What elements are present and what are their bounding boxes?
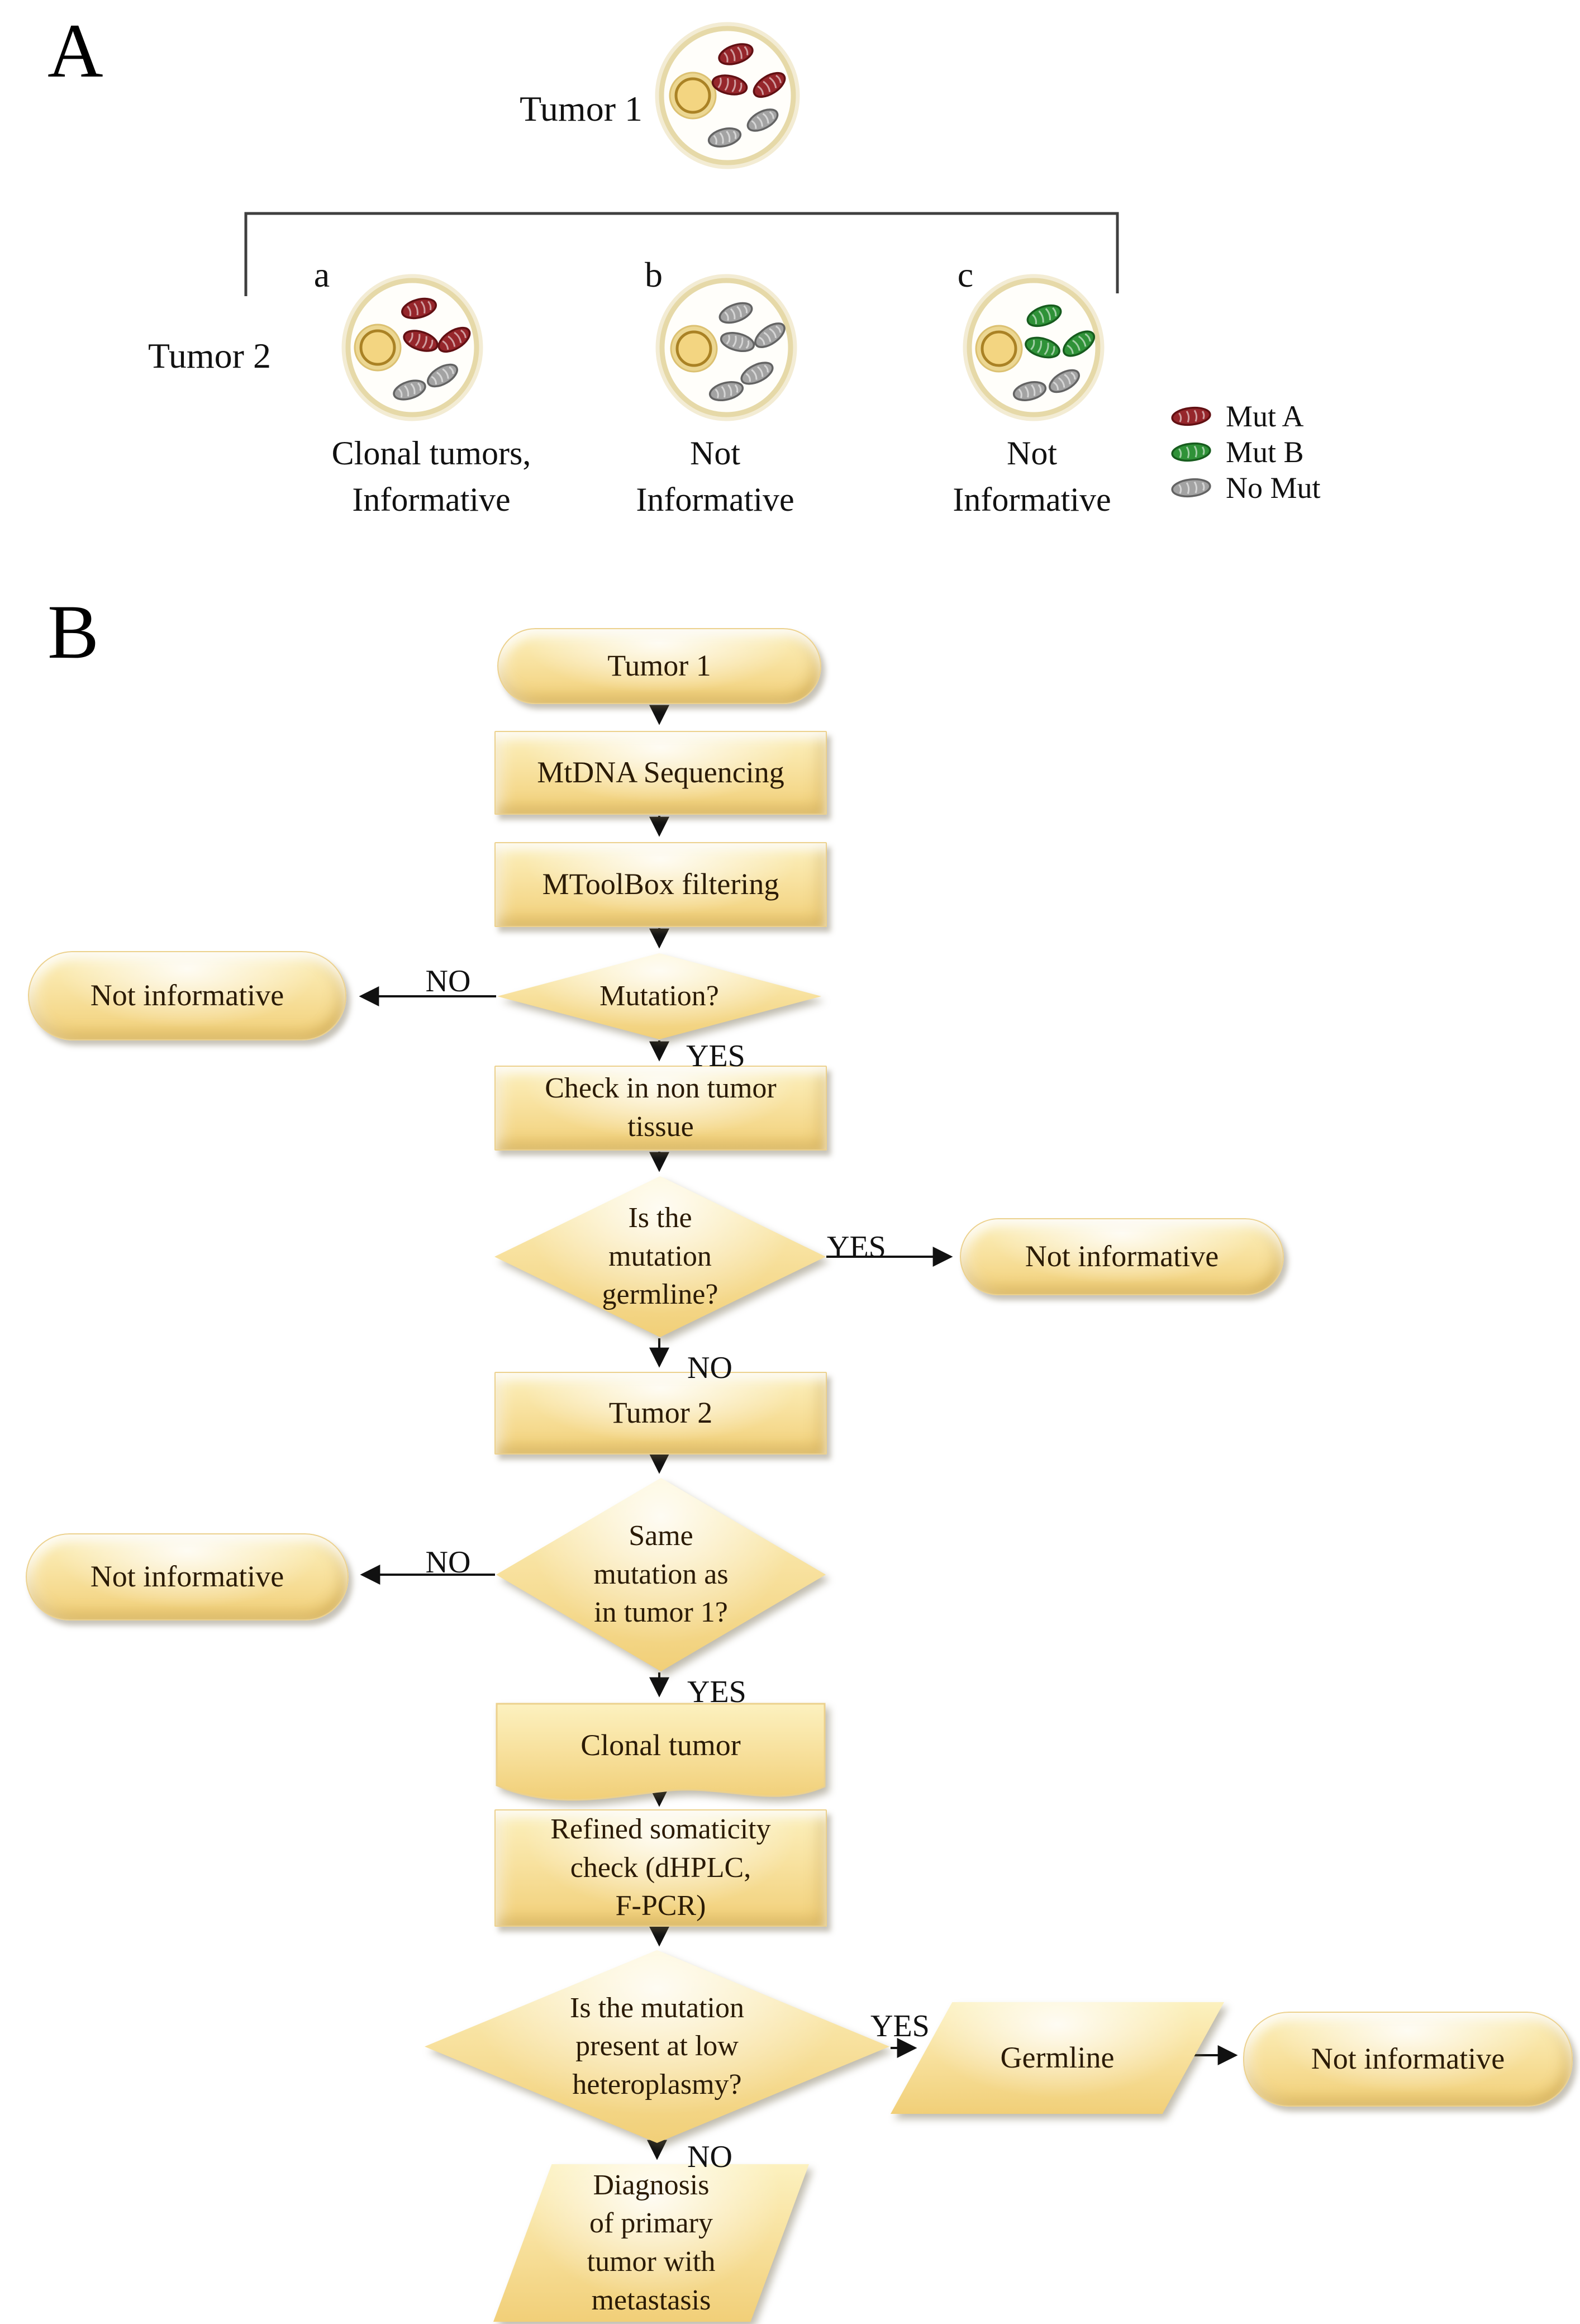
flow-parallelogram-germline-label: Germline	[1000, 2041, 1115, 2075]
mitochondrion-mut-a-icon	[401, 297, 437, 320]
mut-b-icon	[1171, 442, 1211, 462]
tumor2-cell-a-illustration	[341, 274, 483, 421]
scenario-c-caption: Not Informative	[953, 435, 1111, 518]
scenario-a-caption: Clonal tumors, Informative	[331, 435, 531, 518]
panel-a-label: A	[47, 8, 103, 93]
mitochondrion-no-mut-icon	[754, 322, 786, 348]
edge-label-no-2: NO	[687, 1351, 732, 1385]
flow-terminal-not-informative-1-label: Not informative	[90, 978, 284, 1013]
flow-step-mtoolbox-filtering-label: MToolBox filtering	[542, 867, 779, 901]
panel-b-label: B	[47, 589, 99, 674]
flow-terminal-not-informative-4-label: Not informative	[1311, 2042, 1505, 2076]
flow-terminal-not-informative-1: Not informative	[28, 951, 346, 1040]
flow-decision-same-mutation-label: Same mutation as in tumor 1?	[593, 1520, 729, 1629]
tumor2-cell-b-illustration	[655, 274, 797, 421]
mitochondrion-no-mut-icon	[1012, 381, 1047, 401]
edge-label-yes-3: YES	[687, 1675, 746, 1709]
flow-start-tumor1: Tumor 1	[497, 628, 821, 704]
flow-step-check-non-tumor-tissue-label: Check in non tumor tissue	[545, 1072, 777, 1143]
mitochondrion-mut-a-icon	[718, 43, 754, 65]
flow-decision-mutation-label: Mutation?	[599, 980, 719, 1012]
tumor2-label: Tumor 2	[148, 336, 271, 376]
flow-parallelogram-germline: Germline	[891, 2002, 1224, 2114]
mitochondrion-no-mut-icon	[393, 379, 426, 401]
legend-item-mut-b: Mut B	[1165, 435, 1304, 469]
mitochondrion-no-mut-icon	[720, 331, 755, 353]
legend-label-no-mut: No Mut	[1226, 471, 1321, 505]
flow-decision-same-mutation: Same mutation as in tumor 1?	[496, 1478, 826, 1671]
flow-decision-germline-label: Is the mutation germline?	[602, 1202, 718, 1311]
flow-parallelogram-diagnosis-label: Diagnosis of primary tumor with metastas…	[587, 2169, 716, 2316]
mitochondrion-mut-a-icon	[711, 74, 748, 96]
no-mut-icon	[1171, 478, 1211, 498]
flow-terminal-not-informative-4: Not informative	[1243, 2012, 1573, 2107]
tumor2-cell-c-illustration	[963, 274, 1105, 421]
flow-step-tumor2-label: Tumor 2	[608, 1396, 713, 1430]
scenario-b-letter: b	[645, 255, 663, 294]
flow-terminal-not-informative-3: Not informative	[26, 1533, 349, 1620]
flow-terminal-not-informative-2: Not informative	[960, 1218, 1284, 1295]
flow-step-mtdna-sequencing-label: MtDNA Sequencing	[537, 755, 784, 790]
edge-label-no-4: NO	[687, 2140, 732, 2174]
scenario-a-letter: a	[313, 255, 330, 294]
mitochondrion-no-mut-icon	[1049, 369, 1080, 393]
tumor1-label: Tumor 1	[520, 89, 643, 129]
flow-document-clonal-tumor-label: Clonal tumor	[580, 1728, 741, 1762]
mitochondrion-mut-b-icon	[1063, 330, 1095, 357]
tumor1-cell-illustration	[655, 22, 800, 169]
edge-label-no-1: NO	[425, 964, 471, 999]
flow-step-tumor2: Tumor 2	[494, 1372, 827, 1455]
flow-terminal-not-informative-2-label: Not informative	[1025, 1239, 1219, 1273]
flow-decision-germline: Is the mutation germline?	[494, 1176, 826, 1337]
edge-label-yes-4: YES	[870, 2009, 930, 2043]
mut-a-icon	[1171, 406, 1211, 426]
edge-label-yes-2: YES	[827, 1230, 886, 1265]
mitochondrion-no-mut-icon	[427, 363, 458, 388]
mitochondrion-no-mut-icon	[740, 362, 774, 385]
scenario-b-caption: Not Informative	[636, 435, 794, 518]
flow-document-clonal-tumor: Clonal tumor	[494, 1702, 827, 1813]
mitochondrion-mut-b-icon	[1026, 304, 1062, 327]
mitochondrion-mut-a-icon	[437, 326, 471, 353]
mitochondrion-mut-b-icon	[1025, 336, 1060, 359]
legend-label-mut-a: Mut A	[1226, 400, 1304, 433]
flow-step-refined-somaticity-check-label: Refined somaticity check (dHPLC, F-PCR)	[550, 1813, 771, 1922]
flow-terminal-not-informative-3-label: Not informative	[90, 1560, 284, 1594]
mitochondrion-no-mut-icon	[718, 302, 753, 324]
mitochondrion-no-mut-icon	[707, 127, 742, 148]
legend-item-mut-a: Mut A	[1165, 399, 1304, 434]
flow-start-tumor1-label: Tumor 1	[607, 649, 711, 683]
mitochondrion-mut-a-icon	[753, 72, 786, 98]
edge-label-no-3: NO	[425, 1545, 471, 1580]
scenario-c-letter: c	[957, 255, 974, 294]
flow-step-mtoolbox-filtering: MToolBox filtering	[494, 842, 827, 927]
flow-parallelogram-diagnosis: Diagnosis of primary tumor with metastas…	[493, 2164, 809, 2322]
flow-step-check-non-tumor-tissue: Check in non tumor tissue	[494, 1066, 827, 1151]
branch-bracket	[244, 212, 1119, 296]
legend-label-mut-b: Mut B	[1226, 435, 1304, 469]
nucleus	[674, 77, 711, 114]
flow-step-refined-somaticity-check: Refined somaticity check (dHPLC, F-PCR)	[494, 1809, 827, 1927]
mitochondrion-no-mut-icon	[708, 381, 744, 402]
mitochondrion-no-mut-icon	[746, 108, 779, 132]
flow-decision-heteroplasmy-label: Is the mutation present at low heteropla…	[570, 1992, 744, 2100]
edge-label-yes-1: YES	[686, 1039, 745, 1073]
flow-decision-mutation: Mutation?	[497, 953, 821, 1039]
document-shape	[496, 1703, 826, 1801]
flow-decision-heteroplasmy: Is the mutation present at low heteropla…	[425, 1950, 889, 2143]
mitochondrion-mut-a-icon	[403, 330, 439, 352]
legend-item-no-mut: No Mut	[1165, 470, 1321, 505]
flow-step-mtdna-sequencing: MtDNA Sequencing	[494, 731, 827, 815]
